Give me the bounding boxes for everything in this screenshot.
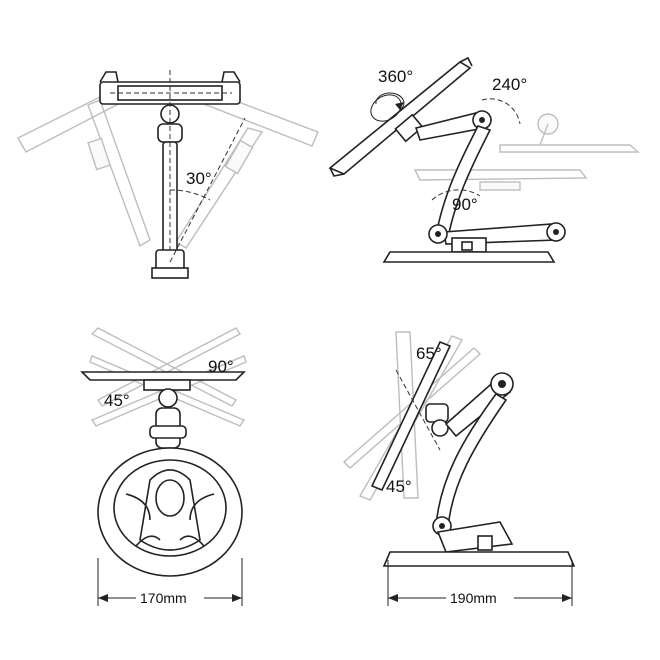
- base-side-tilt: [382, 521, 576, 567]
- angle-arc-30: [169, 189, 211, 201]
- angle-label-90-top: 90°: [208, 357, 234, 376]
- width-label: 170mm: [140, 590, 187, 606]
- dimension-width: 170mm: [97, 558, 243, 606]
- depth-label: 190mm: [450, 590, 497, 606]
- tablet-top: [80, 371, 246, 391]
- panel-side-rotate: 360° 240° 90°: [328, 56, 640, 263]
- base-side: [382, 237, 556, 263]
- pole-front: [151, 70, 189, 279]
- round-base: [97, 447, 243, 577]
- ghost-tablet-swivel: [413, 113, 640, 191]
- panel-front-tilt: 30°: [17, 70, 319, 279]
- angle-label-90: 90°: [452, 195, 478, 214]
- angle-label-30: 30°: [186, 169, 212, 188]
- dimension-depth: 190mm: [387, 560, 573, 606]
- angle-label-45-top: 45°: [104, 391, 130, 410]
- swivel-arc: [481, 98, 521, 125]
- rotation-indicator: [370, 92, 405, 122]
- tablet-rotated: [328, 56, 473, 177]
- angle-label-45-side: 45°: [386, 477, 412, 496]
- ghost-tablet-left: [17, 87, 151, 248]
- arm-arc-90: [431, 189, 481, 201]
- panel-side-tilt: 65° 45° 190mm: [342, 331, 576, 606]
- tablet-side: [370, 340, 452, 492]
- angle-label-240: 240°: [492, 75, 527, 94]
- angle-label-65: 65°: [416, 344, 442, 363]
- angle-label-360: 360°: [378, 67, 413, 86]
- arm-side: [425, 372, 514, 536]
- panel-top-view: 90° 45° 170mm: [80, 327, 247, 606]
- tablet-front: [99, 71, 241, 105]
